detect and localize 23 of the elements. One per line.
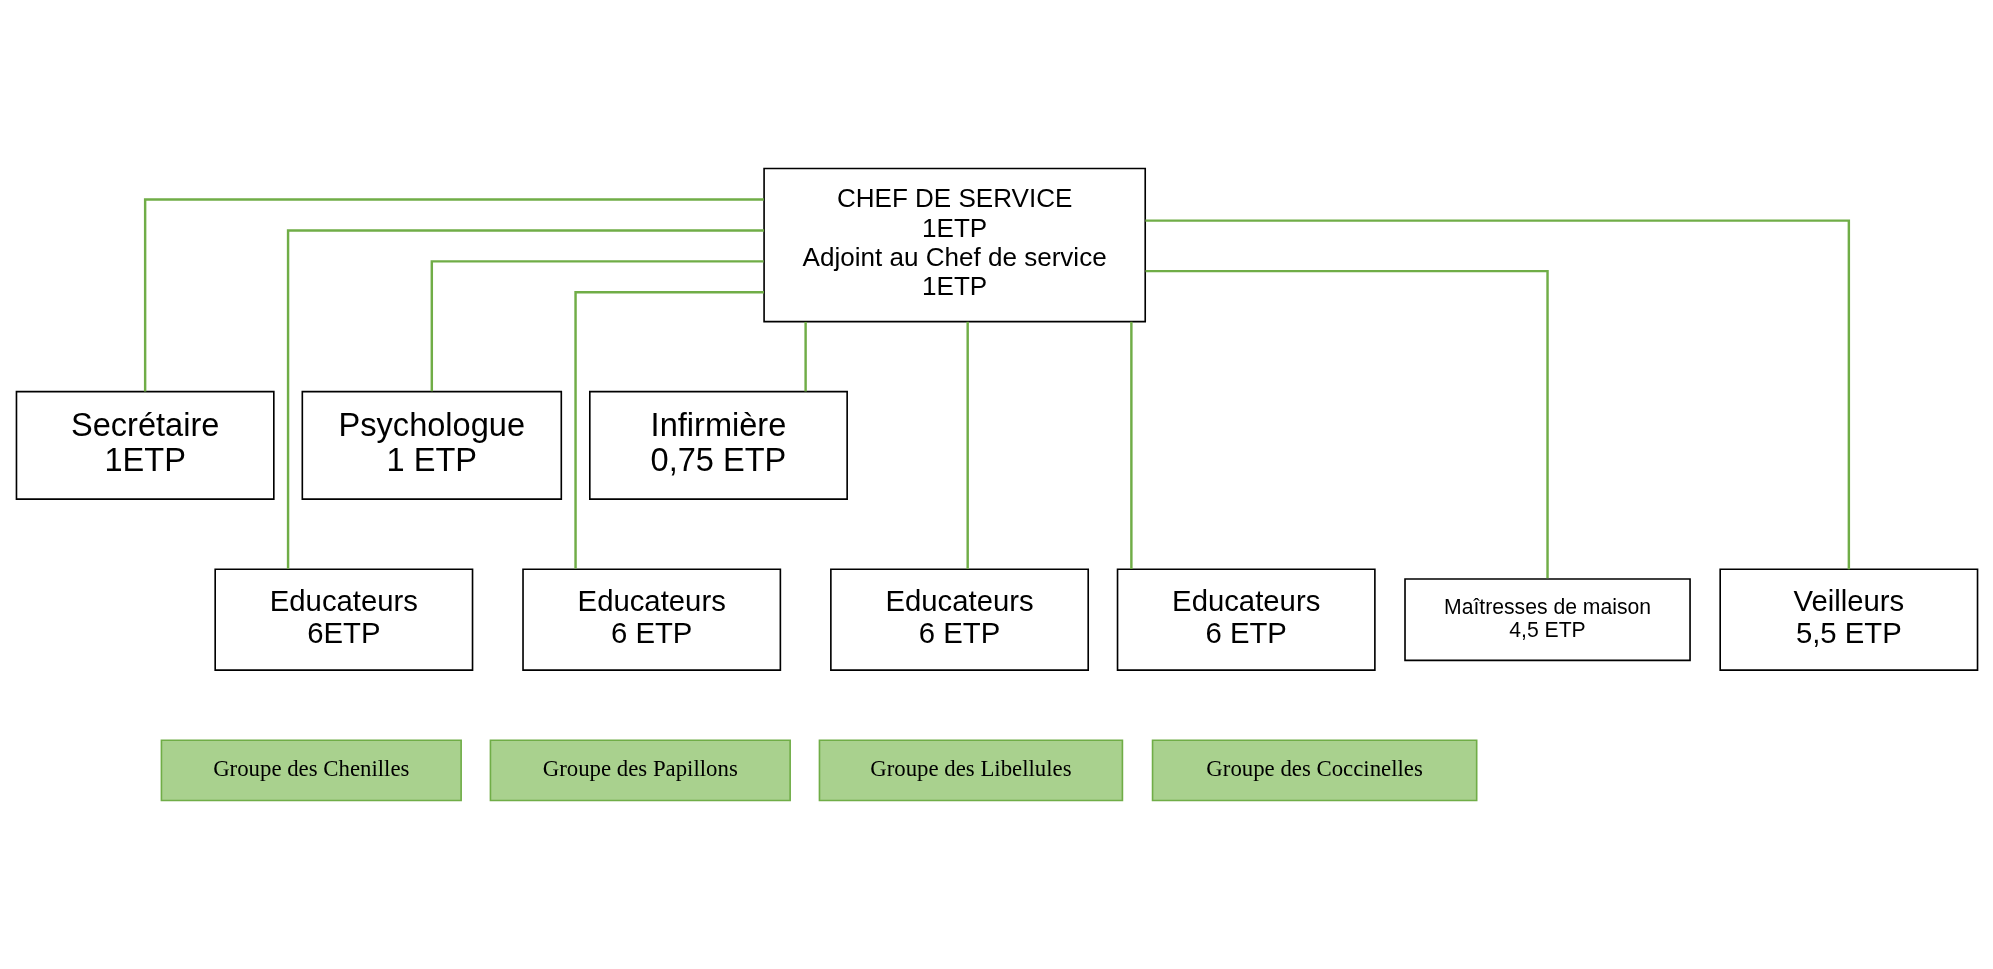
node-box: Educateurs 6 ETP	[1116, 568, 1376, 671]
node-box: Groupe des Chenilles	[160, 739, 462, 802]
node-box: Maîtresses de maison 4,5 ETP	[1403, 578, 1691, 662]
node-box: Educateurs 6 ETP	[829, 568, 1089, 671]
node-box: Groupe des Papillons	[489, 739, 791, 802]
node-box: Secrétaire 1ETP	[15, 390, 275, 500]
node-box: Veilleurs 5,5 ETP	[1718, 568, 1978, 671]
node-box: CHEF DE SERVICE 1ETP Adjoint au Chef de service 1ETP	[762, 167, 1146, 323]
connector	[286, 229, 764, 569]
connector	[143, 198, 764, 392]
node-box: Educateurs 6ETP	[213, 568, 473, 671]
connector	[965, 321, 969, 569]
connector	[573, 291, 764, 569]
connector	[430, 260, 764, 392]
connector	[1144, 219, 1850, 570]
node-box: Groupe des Libellules	[818, 739, 1123, 802]
connector	[1145, 269, 1549, 579]
node-box: Groupe des Coccinelles	[1151, 739, 1477, 802]
connector	[1129, 321, 1133, 569]
connector	[803, 321, 807, 392]
node-box: Educateurs 6 ETP	[521, 568, 781, 671]
node-box: Psychologue 1 ETP	[301, 390, 562, 500]
node-box: Infirmière 0,75 ETP	[588, 390, 848, 500]
